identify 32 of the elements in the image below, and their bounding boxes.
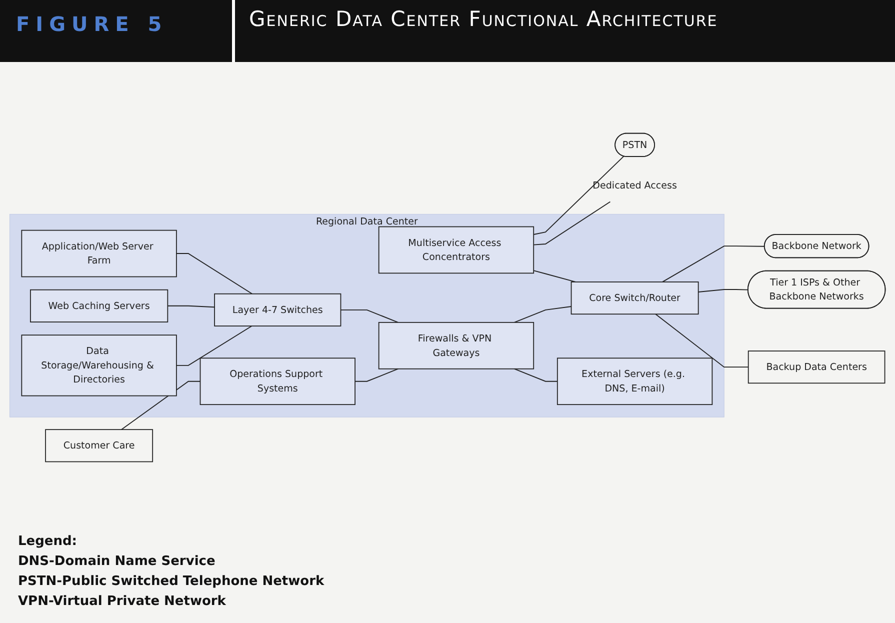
node-box [748,350,886,384]
legend-entry: PSTN-Public Switched Telephone Network [18,573,324,591]
legend-entry: VPN-Virtual Private Network [18,593,227,611]
connector [176,252,253,294]
node-box [21,229,177,277]
node-box [378,321,534,369]
legend-entry: DNS-Domain Name Service [18,553,216,571]
connector [514,368,558,382]
connector [340,308,399,322]
node-box [214,292,342,326]
connector [655,313,749,368]
connector [514,306,572,322]
node-box [200,357,356,405]
connector [120,380,201,430]
connector [354,368,399,382]
legend-heading: Legend: [18,533,78,551]
connector [662,245,766,282]
node-box [30,288,168,322]
node-text: Dedicated Access [592,179,677,191]
cluster [9,213,724,417]
connector [533,155,624,234]
connector [176,325,252,366]
node-box [570,281,699,314]
connector [167,304,215,308]
architecture-diagram: Regional Data Center Application/Web Server Farm Operations Support Systems Multiservice Access Concentrators Web Caching Servers Layer 4-7 Switches Firewalls & VPN Gateways Core Switch/Router Data Storage/Warehousing & Directories External Servers (e.g. DNS, E-mail) Customer Care PSTN Dedicated Access Backbone Network Tier 1 ISPs & Other Backbone Networks Backup Data Centers [5,64,890,530]
connector [698,288,749,292]
node-box [21,334,177,396]
node-box [556,357,713,405]
node-box [378,226,534,274]
node-box [45,428,154,462]
figure-title: Generic Data Center Functional Architecture [248,6,719,33]
connector [533,200,611,245]
